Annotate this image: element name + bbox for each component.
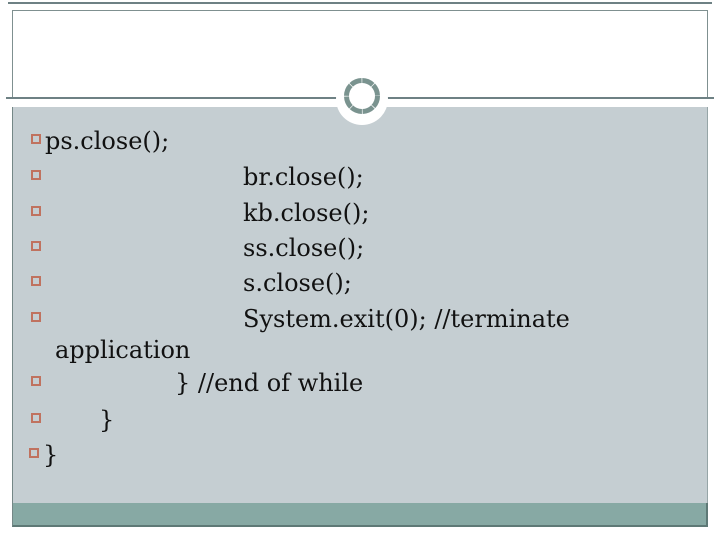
- square-bullet-icon: [31, 241, 41, 251]
- code-text: }: [99, 406, 115, 434]
- code-line: ps.close();: [31, 124, 169, 159]
- code-line: } //end of while: [31, 366, 363, 401]
- bottom-accent-bar: [12, 503, 708, 527]
- slide-body-panel: [12, 107, 708, 503]
- square-bullet-icon: [31, 276, 41, 286]
- code-text: }: [43, 441, 59, 469]
- code-line: System.exit(0); //terminate: [31, 302, 570, 337]
- code-text: } //end of while: [175, 369, 364, 397]
- code-text: System.exit(0); //terminate: [243, 305, 570, 333]
- square-bullet-icon: [31, 206, 41, 216]
- code-line: br.close();: [31, 160, 364, 195]
- code-text: kb.close();: [243, 199, 370, 227]
- code-line: }: [31, 403, 114, 438]
- code-line: }: [29, 438, 58, 473]
- code-line-wrap-continuation: application: [55, 333, 190, 368]
- square-bullet-icon: [31, 170, 41, 180]
- square-bullet-icon: [31, 312, 41, 322]
- code-line: s.close();: [31, 266, 352, 301]
- code-text: ss.close();: [243, 234, 365, 262]
- square-bullet-icon: [31, 134, 41, 144]
- code-line: ss.close();: [31, 231, 364, 266]
- circle-ring-ornament-icon: [336, 73, 388, 125]
- square-bullet-icon: [31, 413, 41, 423]
- code-text: ps.close();: [45, 127, 170, 155]
- code-text: br.close();: [243, 163, 364, 191]
- top-rule-divider: [8, 2, 712, 4]
- code-text: application: [55, 336, 191, 364]
- code-line: kb.close();: [31, 196, 369, 231]
- code-text: s.close();: [243, 269, 352, 297]
- square-bullet-icon: [29, 448, 39, 458]
- square-bullet-icon: [31, 376, 41, 386]
